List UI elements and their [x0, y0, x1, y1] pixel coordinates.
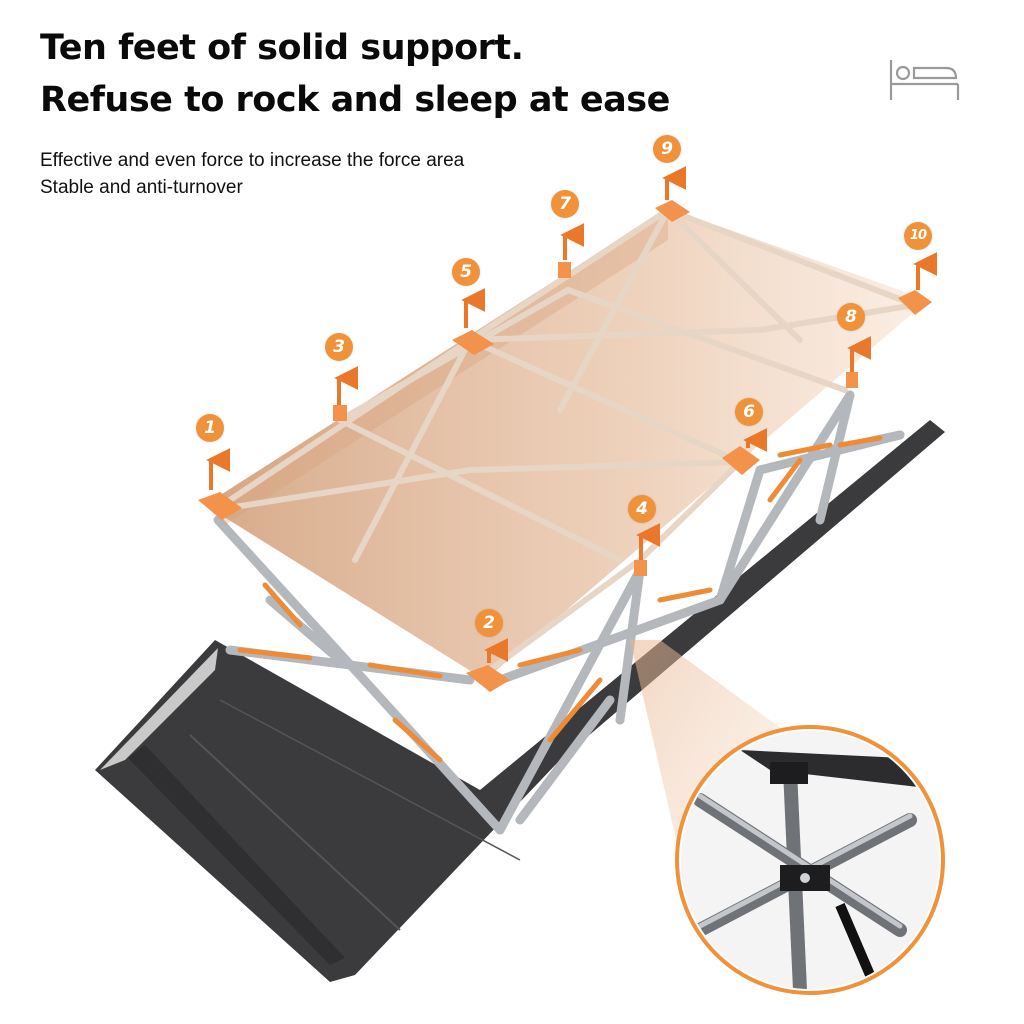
- force-arrows: [237, 435, 883, 763]
- support-point-badge-8: 8: [837, 303, 865, 331]
- support-point-badge-9: 9: [653, 135, 681, 163]
- feature-line-2: Stable and anti-turnover: [40, 177, 243, 198]
- support-point-badge-3: 3: [325, 333, 353, 361]
- support-point-badge-2: 2: [475, 609, 503, 637]
- feature-line-1: Effective and even force to increase the…: [40, 150, 465, 171]
- cot-fabric: [95, 420, 945, 982]
- corner-joints: [198, 200, 932, 692]
- cot-lower-frame: [213, 390, 905, 835]
- upward-force-arrows: [206, 166, 938, 663]
- support-point-badge-6: 6: [735, 398, 763, 426]
- headline-line-2: Refuse to rock and sleep at ease: [40, 80, 670, 120]
- support-point-badge-10: 10: [904, 222, 932, 250]
- cot-upper-frame: [212, 207, 918, 673]
- headline-line-1: Ten feet of solid support.: [40, 28, 524, 68]
- support-point-badge-5: 5: [452, 258, 480, 286]
- support-point-badge-1: 1: [196, 414, 224, 442]
- support-point-badge-4: 4: [628, 495, 656, 523]
- joint-detail-zoom: [675, 725, 945, 995]
- bed-icon: [889, 60, 960, 100]
- support-surface-overlay: [205, 208, 928, 680]
- support-point-badge-7: 7: [551, 190, 579, 218]
